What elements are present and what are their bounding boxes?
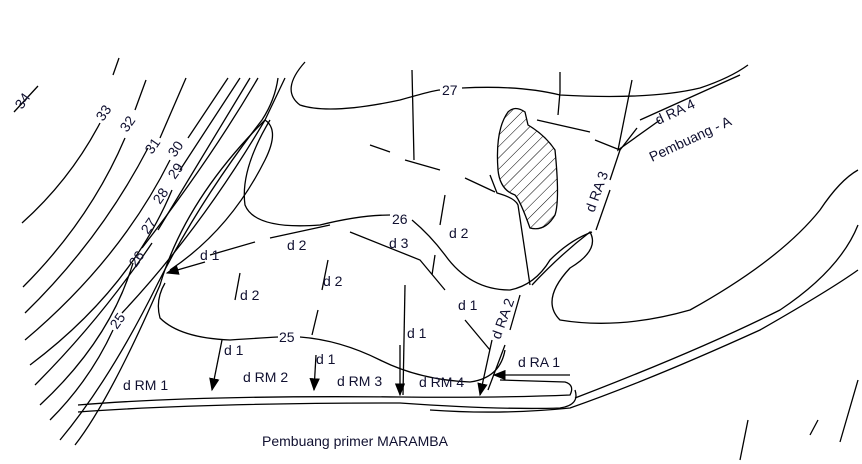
- drain-label-d2: d 2: [323, 273, 343, 289]
- drain-label-d2: d 2: [287, 237, 307, 253]
- contour-label: 30: [164, 138, 186, 160]
- contour-label: 28: [149, 185, 171, 207]
- drain-label-d2: d 2: [240, 287, 260, 303]
- contour-26: [243, 119, 593, 291]
- drain-label-dra4: d RA 4: [653, 95, 698, 127]
- contour-label: 32: [116, 113, 138, 135]
- drain-label-drm2: d RM 2: [243, 369, 288, 385]
- drain-labels: d 1 d 2 d 3 d 2 d 2 d 2 d 1 d 1 d 1 d 1 …: [123, 95, 734, 393]
- drain-label-d1: d 1: [407, 325, 427, 341]
- contour-label-25: 25: [279, 329, 295, 345]
- drain-label-d1: d 1: [316, 351, 336, 367]
- contour-label: 25: [106, 310, 128, 332]
- contour-label: 29: [164, 160, 186, 182]
- drain-label-dra1: d RA 1: [518, 354, 560, 370]
- contour-25: [157, 282, 506, 383]
- contour-label: 27: [137, 215, 159, 237]
- drain-label-d3: d 3: [389, 235, 409, 251]
- contour-label: 34: [11, 90, 33, 112]
- contour-label-26: 26: [392, 211, 408, 227]
- contour-labels: 34 33 32 31 30 29 28 27 26 25 27 26 25: [11, 82, 457, 345]
- drain-lines: [165, 69, 741, 397]
- map-caption: Pembuang primer MARAMBA: [262, 433, 449, 449]
- contour-label: 33: [92, 102, 114, 124]
- contour-label-27: 27: [442, 82, 458, 98]
- primary-drain-maramba: [77, 169, 859, 461]
- swamp-area: [496, 107, 559, 230]
- drain-label-drm1: d RM 1: [123, 377, 168, 393]
- drain-label-drm3: d RM 3: [337, 373, 382, 389]
- contour-lines-left: [13, 57, 286, 446]
- drain-label-d1: d 1: [200, 247, 220, 263]
- drain-label-drm4: d RM 4: [419, 374, 464, 390]
- contour-27: [290, 61, 749, 110]
- drain-label-d2: d 2: [449, 225, 469, 241]
- drain-label-d1: d 1: [458, 297, 478, 313]
- drain-label-d1: d 1: [224, 342, 244, 358]
- drain-label-dra3: d RA 3: [582, 169, 611, 214]
